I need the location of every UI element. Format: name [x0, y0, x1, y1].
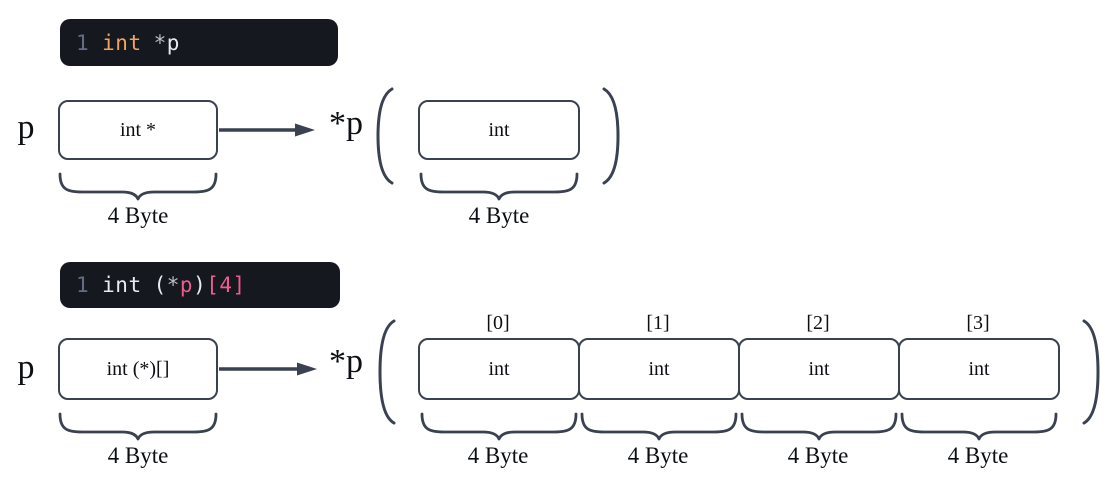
row1-pointer-type: int * — [119, 118, 157, 141]
row2-deref-label: *p — [329, 343, 363, 380]
row2-pointer-type: int (*)[] — [106, 357, 170, 380]
row1-pointer-size: 4 Byte — [107, 203, 169, 228]
code-snippet-int-pointer: 1 int *p — [60, 19, 338, 66]
variable-token: p — [166, 30, 180, 55]
underbrace-icon — [900, 412, 1058, 441]
variable-token: p — [179, 273, 194, 297]
array-cell-0: int — [418, 338, 580, 400]
row1-deref-label: *p — [329, 105, 363, 142]
underbrace-icon — [580, 412, 738, 441]
keyword-int: int — [102, 30, 142, 55]
array-cell-3: int — [898, 338, 1060, 400]
paren-open-token: ( — [153, 273, 167, 297]
close-paren-icon — [602, 87, 620, 185]
array-cell-1: int — [578, 338, 740, 400]
row1-target-type: int — [488, 118, 510, 141]
underbrace-icon — [420, 412, 578, 441]
underbrace-icon — [58, 412, 218, 441]
array-cell-type: int — [808, 357, 830, 380]
row2-pointer-label: p — [17, 349, 35, 386]
array-cell-type: int — [488, 357, 510, 380]
array-index-label: [2] — [806, 312, 830, 334]
arrow-icon — [219, 123, 315, 137]
star-token: * — [153, 30, 167, 55]
arrow-icon — [219, 362, 317, 376]
row1-pointer-box: int * — [58, 100, 218, 160]
row1-pointer-label: p — [17, 109, 35, 146]
array-cell-type: int — [968, 357, 990, 380]
type-token: int — [102, 273, 142, 297]
code-snippet-array-pointer: 1 int (*p)[4] — [60, 262, 340, 308]
open-paren-icon — [376, 87, 394, 185]
array-cell-size: 4 Byte — [787, 443, 849, 468]
open-paren-icon — [378, 319, 396, 425]
underbrace-icon — [740, 412, 898, 441]
row2-pointer-box: int (*)[] — [58, 338, 218, 400]
line-number: 1 — [76, 30, 90, 55]
bracket-token: [4] — [206, 273, 246, 297]
array-cell-size: 4 Byte — [947, 443, 1009, 468]
close-paren-icon — [1082, 319, 1100, 425]
array-index-label: [3] — [966, 312, 990, 334]
underbrace-icon — [58, 172, 218, 201]
array-cell-2: int — [738, 338, 900, 400]
array-cell-type: int — [648, 357, 670, 380]
array-index-label: [0] — [486, 312, 510, 334]
paren-close-token: ) — [193, 273, 207, 297]
row1-target-size: 4 Byte — [468, 203, 530, 228]
star-token: * — [166, 273, 180, 297]
underbrace-icon — [419, 172, 579, 201]
array-cell-size: 4 Byte — [467, 443, 529, 468]
row1-target-box: int — [418, 100, 580, 160]
row2-pointer-size: 4 Byte — [107, 443, 169, 468]
array-cell-size: 4 Byte — [627, 443, 689, 468]
line-number: 1 — [76, 273, 90, 297]
array-index-label: [1] — [646, 312, 670, 334]
